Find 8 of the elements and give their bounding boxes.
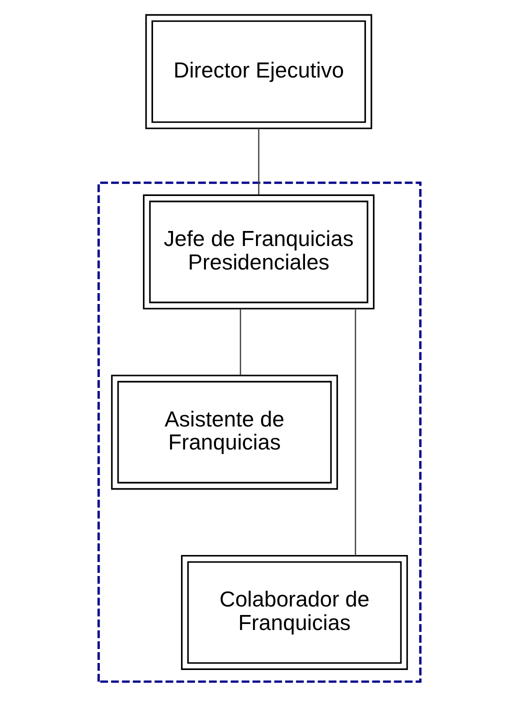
connector <box>239 308 241 375</box>
connector <box>354 308 356 556</box>
node-box: Colaborador de Franquicias <box>180 554 408 670</box>
cluster <box>96 182 422 683</box>
node-box: Director Ejecutivo <box>144 14 372 130</box>
node-box: Asistente de Franquicias <box>110 374 338 490</box>
connector <box>258 128 259 195</box>
node-box: Jefe de Franquicias Presidenciales <box>142 194 374 310</box>
